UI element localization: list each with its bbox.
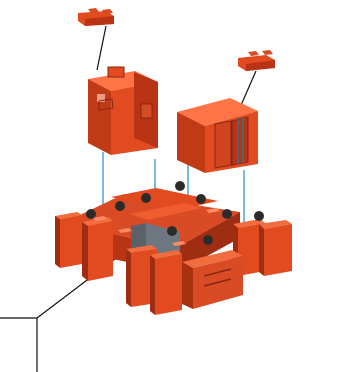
right-bracket-block	[177, 98, 258, 173]
left-angle-block	[88, 67, 158, 155]
